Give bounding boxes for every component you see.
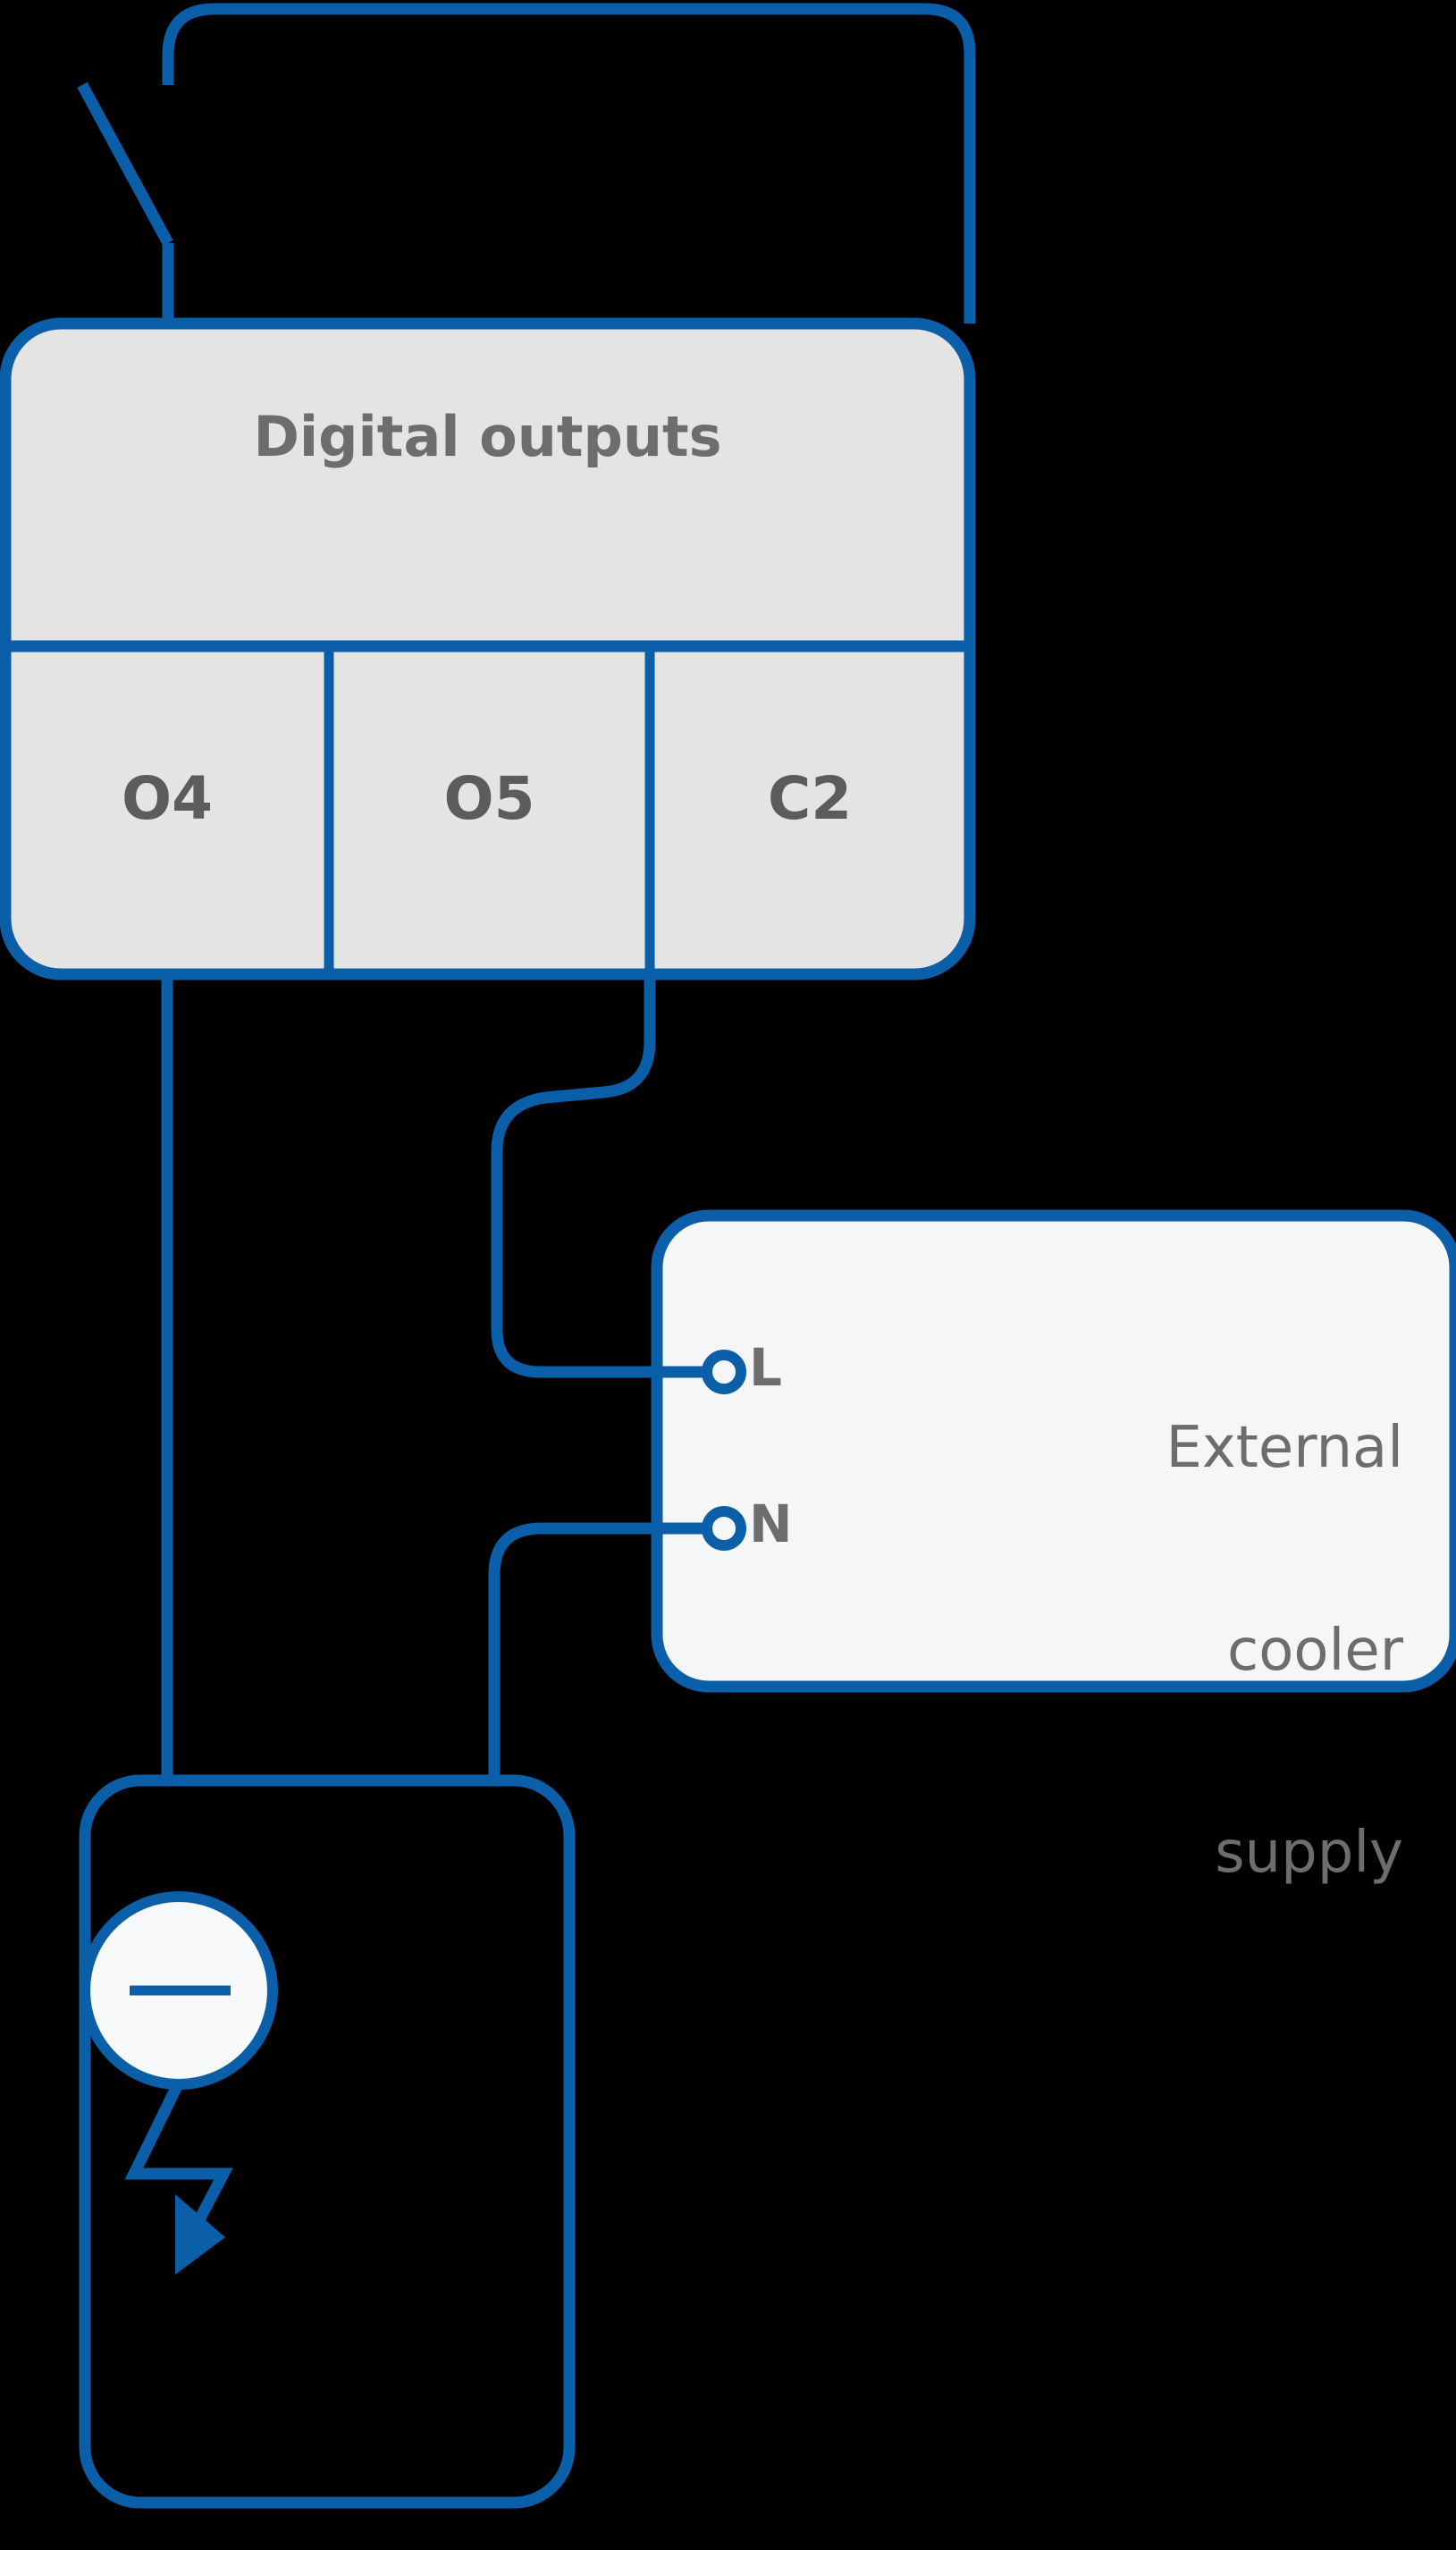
terminal-ring-n[interactable] bbox=[702, 1506, 746, 1551]
cooler-device-panel bbox=[79, 1774, 576, 2509]
external-cooler-supply-panel bbox=[651, 1209, 1456, 1693]
wire-c2-to-line bbox=[491, 974, 711, 1378]
wire-loop-top bbox=[162, 3, 976, 324]
arrow-head-icon bbox=[175, 2194, 225, 2275]
terminal-ring-l[interactable] bbox=[702, 1350, 746, 1394]
switch-contact-blade[interactable] bbox=[77, 81, 173, 247]
lightning-bolt-icon bbox=[124, 2080, 233, 2249]
wire-n-to-cooler bbox=[488, 1522, 706, 1780]
